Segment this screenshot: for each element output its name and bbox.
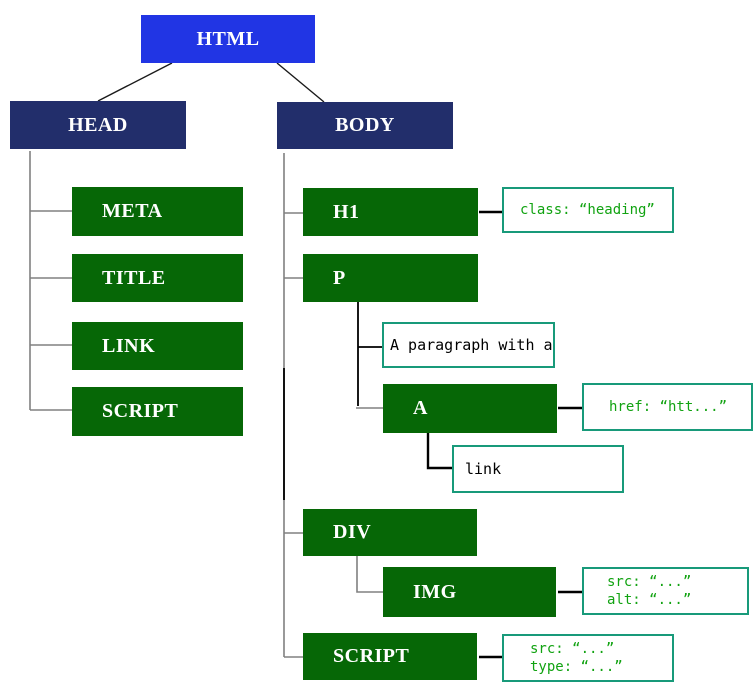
attr-h1-class: class: “heading” xyxy=(520,202,655,218)
node-div-label: DIV xyxy=(333,521,372,543)
node-script-head-label: SCRIPT xyxy=(102,400,179,422)
node-h1: H1 xyxy=(303,188,478,236)
node-a: A xyxy=(383,384,557,433)
attr-a-href: href: “htt...” xyxy=(609,399,728,415)
text-node-paragraph-label: A paragraph with a xyxy=(390,336,553,354)
text-node-link-label: link xyxy=(465,460,502,478)
node-html-label: HTML xyxy=(196,27,260,50)
node-img-label: IMG xyxy=(413,580,457,603)
node-head: HEAD xyxy=(10,101,186,149)
attr-box-h1-class: class: “heading” xyxy=(502,187,674,233)
node-title-label: TITLE xyxy=(102,266,166,289)
node-link: LINK xyxy=(72,322,243,370)
text-node-paragraph: A paragraph with a xyxy=(382,322,555,368)
node-body: BODY xyxy=(277,102,453,149)
node-script-body-label: SCRIPT xyxy=(333,645,410,667)
attr-script-src: src: “...” xyxy=(530,641,615,657)
node-p: P xyxy=(303,254,478,302)
node-html: HTML xyxy=(141,15,315,63)
node-div: DIV xyxy=(303,509,477,556)
attr-box-img: src: “...” alt: “...” xyxy=(582,567,749,615)
node-p-label: P xyxy=(333,266,346,289)
attr-script-lines: src: “...” type: “...” xyxy=(530,640,623,676)
node-meta-label: META xyxy=(102,200,163,222)
node-h1-label: H1 xyxy=(333,200,360,223)
node-title: TITLE xyxy=(72,254,243,302)
attr-box-a-href: href: “htt...” xyxy=(582,383,753,431)
node-head-label: HEAD xyxy=(68,113,128,136)
node-script-head: SCRIPT xyxy=(72,387,243,436)
node-meta: META xyxy=(72,187,243,236)
node-img: IMG xyxy=(383,567,556,617)
node-body-label: BODY xyxy=(335,114,395,136)
attr-box-script: src: “...” type: “...” xyxy=(502,634,674,682)
node-link-label: LINK xyxy=(102,334,156,357)
node-a-label: A xyxy=(413,397,428,419)
attr-img-lines: src: “...” alt: “...” xyxy=(607,573,691,609)
attr-script-type: type: “...” xyxy=(530,659,623,675)
text-node-link: link xyxy=(452,445,624,493)
attr-img-src: src: “...” xyxy=(607,574,692,590)
attr-img-alt: alt: “...” xyxy=(607,592,692,608)
node-script-body: SCRIPT xyxy=(303,633,477,680)
